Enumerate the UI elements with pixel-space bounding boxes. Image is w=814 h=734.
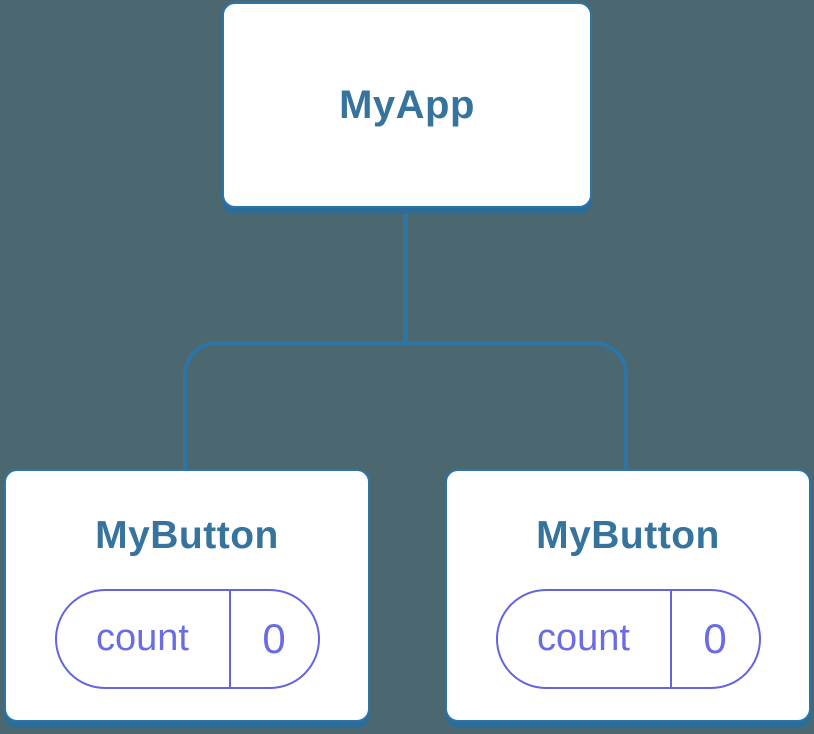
component-label-mybutton-1: MyButton xyxy=(95,514,279,557)
state-value: 0 xyxy=(228,590,318,687)
state-badge: count 0 xyxy=(54,588,320,689)
component-label-myapp: MyApp xyxy=(339,83,475,127)
state-value: 0 xyxy=(669,590,759,687)
connector-stem xyxy=(403,207,408,345)
component-node-mybutton-1: MyButton count 0 xyxy=(4,469,370,722)
component-label-mybutton-2: MyButton xyxy=(536,514,720,557)
state-name: count xyxy=(96,617,189,660)
connector-branch xyxy=(183,341,628,470)
state-name: count xyxy=(537,617,630,660)
state-badge: count 0 xyxy=(495,588,761,689)
component-node-mybutton-2: MyButton count 0 xyxy=(445,469,811,722)
component-node-myapp: MyApp xyxy=(222,2,592,208)
